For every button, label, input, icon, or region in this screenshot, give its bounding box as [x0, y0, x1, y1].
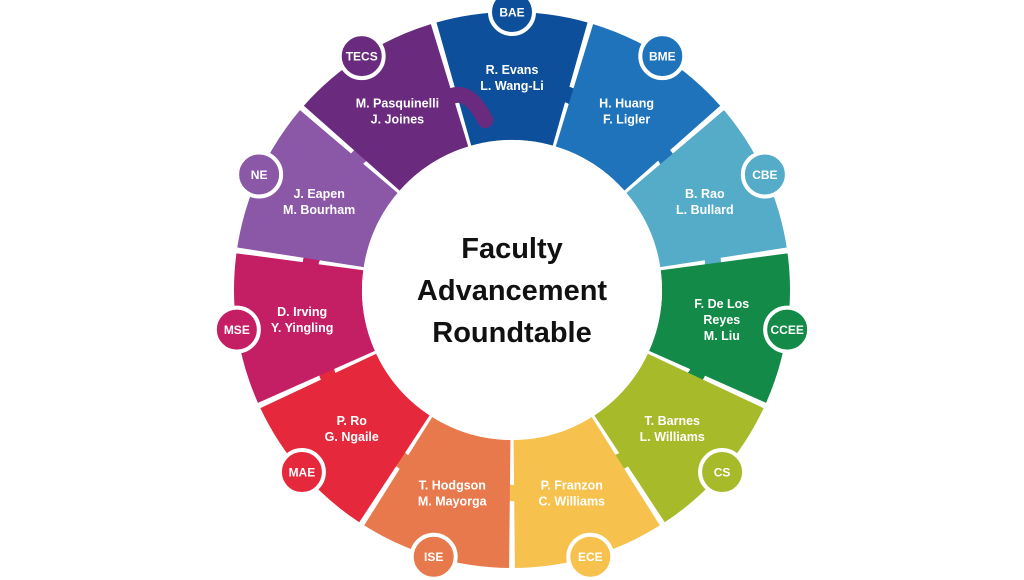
badge-label: CBE: [752, 168, 777, 182]
badge-ccee: [763, 305, 812, 354]
badge-ne: [235, 150, 284, 199]
badge-label: NE: [251, 168, 268, 182]
arm-tecs: [427, 86, 494, 129]
segment-mae: [260, 353, 430, 523]
badge-label: BAE: [499, 6, 524, 20]
member-name: B. Rao: [685, 187, 725, 201]
member-name: T. Barnes: [644, 414, 700, 428]
member-name: L. Bullard: [676, 203, 734, 217]
badge-tecs: [337, 32, 386, 81]
badge-label: TECS: [346, 50, 378, 64]
badges-layer: BAE BME CBE CCEE CS ECE ISE MAE MSE NE TECS: [212, 0, 812, 580]
segment-bme: [555, 24, 721, 191]
member-name: J. Eapen: [293, 187, 344, 201]
badge-label: CCEE: [770, 323, 803, 337]
segment-ccee: [649, 253, 790, 403]
segment-mse: [233, 253, 375, 403]
segment-ise: [364, 417, 511, 568]
member-name: D. Irving: [277, 305, 327, 319]
member-name: P. Franzon: [541, 478, 603, 492]
member-name: G. Ngaile: [325, 430, 379, 444]
member-name: H. Huang: [599, 97, 654, 111]
badge-ece: [566, 532, 615, 580]
member-name: F. Ligler: [603, 113, 650, 127]
segments-layer: [233, 11, 790, 568]
member-name: L. Wang-Li: [480, 79, 543, 93]
member-name: M. Pasquinelli: [356, 97, 439, 111]
member-name: C. Williams: [538, 494, 605, 508]
member-name: M. Mayorga: [418, 494, 488, 508]
member-name: M. Bourham: [283, 203, 355, 217]
member-name: Y. Yingling: [271, 321, 334, 335]
badge-label: MAE: [289, 466, 316, 480]
title-line-2: Advancement: [417, 275, 608, 307]
badge-cbe: [740, 150, 789, 199]
member-name: J. Joines: [371, 113, 425, 127]
member-name: M. Liu: [704, 329, 740, 343]
segment-ece: [513, 417, 660, 568]
title-line-1: Faculty: [461, 233, 563, 265]
badge-cs: [698, 448, 747, 497]
badge-label: BME: [649, 50, 676, 64]
badge-mse: [212, 305, 261, 354]
member-name: L. Williams: [640, 430, 705, 444]
labels-layer: R. Evans L. Wang-Li H. Huang F. Ligler B. Ra…: [271, 63, 749, 508]
title-line-3: Roundtable: [432, 317, 592, 349]
badge-mae: [277, 448, 326, 497]
member-name: F. De Los: [694, 297, 749, 311]
badge-label: ISE: [424, 550, 443, 564]
segment-tecs: [303, 24, 469, 191]
center-circle: [362, 140, 662, 440]
segment-cs: [594, 353, 764, 523]
badge-label: CS: [714, 466, 731, 480]
member-name: T. Hodgson: [419, 478, 486, 492]
member-name: R. Evans: [486, 63, 539, 77]
badge-bme: [638, 32, 687, 81]
badge-label: ECE: [578, 550, 603, 564]
badge-label: MSE: [224, 323, 250, 337]
member-name: P. Ro: [337, 414, 368, 428]
segment-cbe: [626, 110, 787, 268]
badge-bae: [488, 0, 536, 36]
badge-ise: [409, 532, 458, 580]
segment-ne: [237, 110, 398, 268]
member-name: Reyes: [703, 313, 740, 327]
